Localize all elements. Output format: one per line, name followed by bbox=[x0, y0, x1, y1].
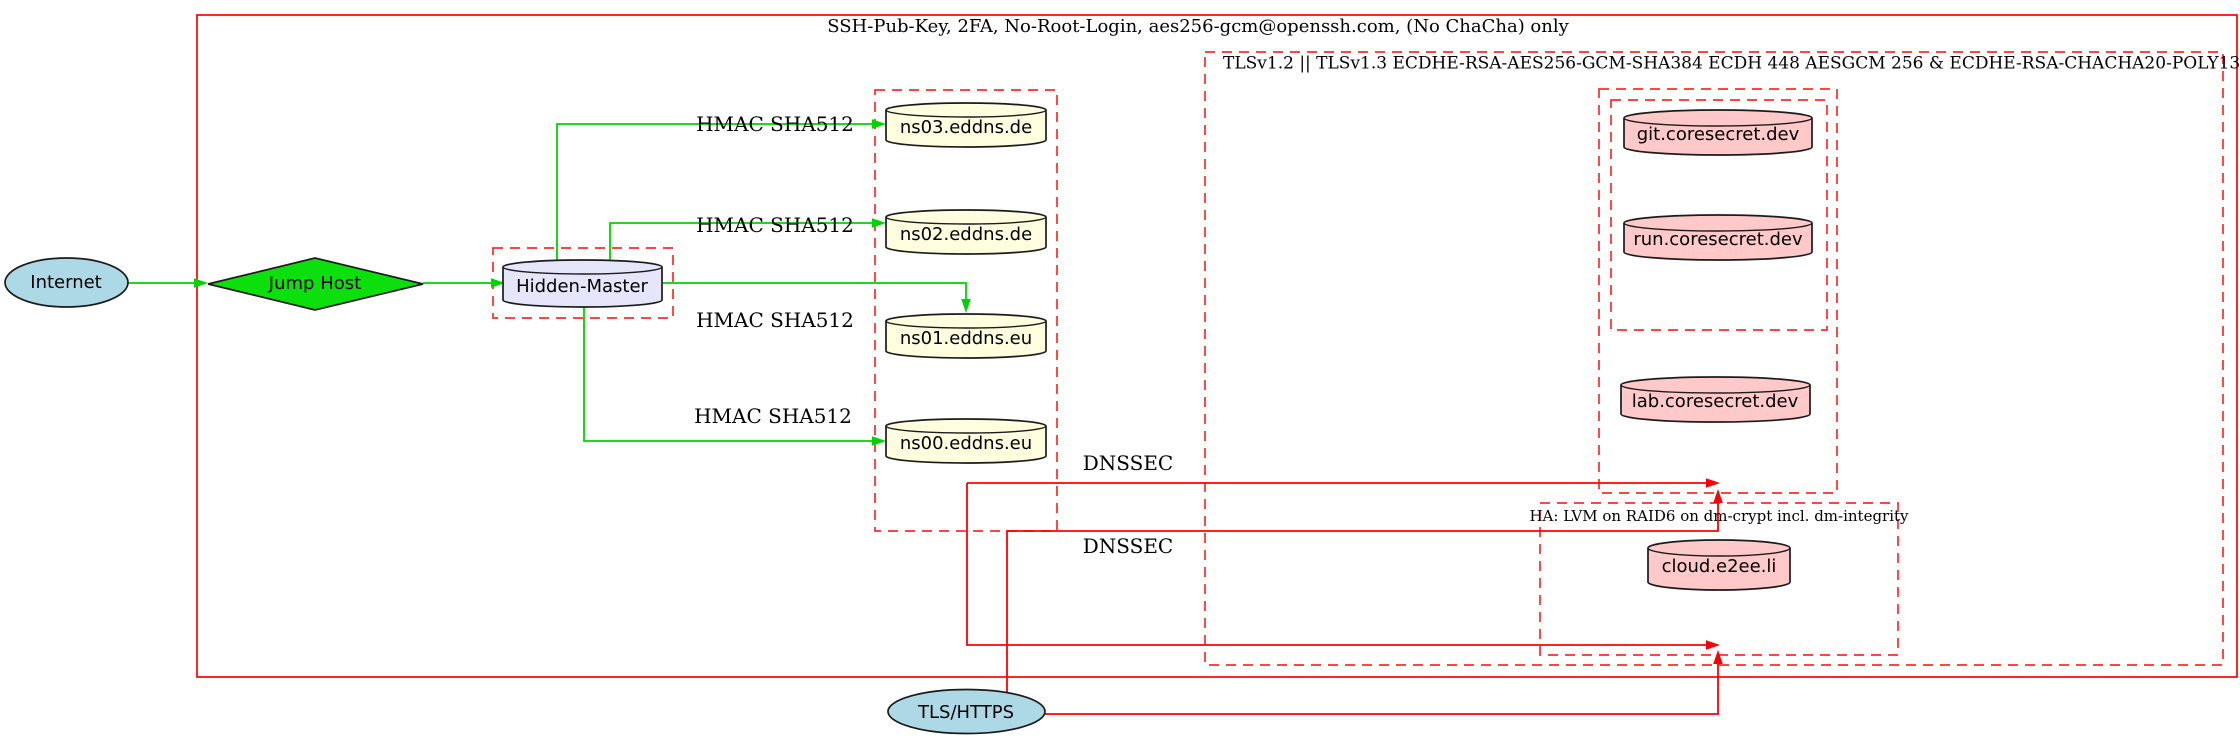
cluster-nameservers-border bbox=[874, 89, 1058, 532]
hidden-master-cylinder-rim bbox=[502, 266, 663, 275]
jump-host-label: Jump Host bbox=[268, 273, 362, 295]
edge-label-hmac-ns00: HMAC SHA512 bbox=[694, 404, 852, 428]
git-label: git.coresecret.dev bbox=[1636, 124, 1800, 146]
ns01-cylinder-rim bbox=[885, 320, 1047, 329]
cloud-cylinder bbox=[1647, 539, 1791, 591]
run-cylinder bbox=[1623, 214, 1813, 261]
cluster-ssh-label: SSH-Pub-Key, 2FA, No-Root-Login, aes256-… bbox=[827, 16, 1569, 38]
edge-hiddenmaster-ns02 bbox=[609, 222, 874, 260]
edge-hiddenmaster-ns00 bbox=[583, 305, 874, 442]
git-cylinder bbox=[1623, 109, 1813, 156]
internet-label: Internet bbox=[30, 272, 102, 294]
arrowhead-dnssec-ha bbox=[1706, 640, 1720, 650]
edge-dnssec-ha bbox=[966, 483, 1708, 646]
arrowhead-hiddenmaster-ns02 bbox=[872, 218, 886, 228]
arrowhead-internet-jumphost bbox=[194, 278, 208, 288]
lab-label: lab.coresecret.dev bbox=[1631, 391, 1799, 413]
ns00-cylinder bbox=[885, 418, 1047, 464]
ns03-cylinder-rim bbox=[885, 109, 1047, 118]
ns01-label: ns01.eddns.eu bbox=[899, 328, 1033, 350]
cluster-coresecret-outer-border bbox=[1598, 88, 1838, 494]
lab-cylinder-rim bbox=[1620, 384, 1811, 394]
arrowhead-dnssec-coresecret bbox=[1706, 478, 1720, 488]
edge-label-hmac-ns03: HMAC SHA512 bbox=[696, 112, 854, 136]
arrowhead-jumphost-hiddenmaster bbox=[491, 278, 505, 288]
edge-label-dnssec-2: DNSSEC bbox=[1082, 534, 1174, 558]
arrowhead-tlshttps-ha bbox=[1713, 650, 1723, 664]
cluster-ssh-boundary bbox=[196, 14, 2238, 678]
cluster-coresecret-inner-border bbox=[1610, 99, 1828, 331]
edge-hiddenmaster-ns01 bbox=[663, 282, 967, 301]
internet-ellipse bbox=[4, 257, 129, 308]
arrowhead-hiddenmaster-ns01 bbox=[961, 299, 971, 313]
git-cylinder-rim bbox=[1623, 117, 1813, 127]
ns00-cylinder-rim bbox=[885, 425, 1047, 434]
cloud-cylinder-rim bbox=[1647, 547, 1791, 557]
arrowhead-tlshttps-coresecret bbox=[1713, 489, 1723, 503]
tls-https-label: TLS/HTTPS bbox=[917, 702, 1015, 724]
edge-label-hmac-ns01: HMAC SHA512 bbox=[696, 308, 854, 332]
cluster-ha-label: HA: LVM on RAID6 on dm-crypt incl. dm-in… bbox=[1529, 506, 1909, 525]
hidden-master-cylinder bbox=[502, 259, 663, 308]
ns00-label: ns00.eddns.eu bbox=[899, 433, 1033, 455]
tls-https-ellipse bbox=[887, 688, 1046, 735]
edge-tlshttps-ha bbox=[1045, 662, 1719, 715]
cloud-label: cloud.e2ee.li bbox=[1661, 556, 1777, 578]
ns03-cylinder bbox=[885, 102, 1047, 148]
arrowhead-hiddenmaster-ns03 bbox=[872, 119, 886, 129]
lab-cylinder bbox=[1620, 376, 1811, 423]
hidden-master-label: Hidden-Master bbox=[516, 276, 648, 298]
ns03-label: ns03.eddns.de bbox=[899, 117, 1033, 139]
edge-label-dnssec-1: DNSSEC bbox=[1082, 451, 1174, 475]
ns01-cylinder bbox=[885, 313, 1047, 359]
run-cylinder-rim bbox=[1623, 222, 1813, 232]
ns02-label: ns02.eddns.de bbox=[899, 224, 1033, 246]
edge-label-hmac-ns02: HMAC SHA512 bbox=[696, 213, 854, 237]
jump-host-diamond bbox=[207, 257, 424, 311]
cluster-tls-label: TLSv1.2 || TLSv1.3 ECDHE-RSA-AES256-GCM-… bbox=[1223, 53, 2240, 74]
run-label: run.coresecret.dev bbox=[1633, 229, 1803, 251]
ns02-cylinder bbox=[885, 209, 1047, 255]
ns02-cylinder-rim bbox=[885, 216, 1047, 225]
edge-tlshttps-coresecret bbox=[1006, 501, 1719, 696]
edge-hiddenmaster-ns03 bbox=[556, 123, 874, 262]
arrowhead-hiddenmaster-ns00 bbox=[872, 436, 886, 446]
